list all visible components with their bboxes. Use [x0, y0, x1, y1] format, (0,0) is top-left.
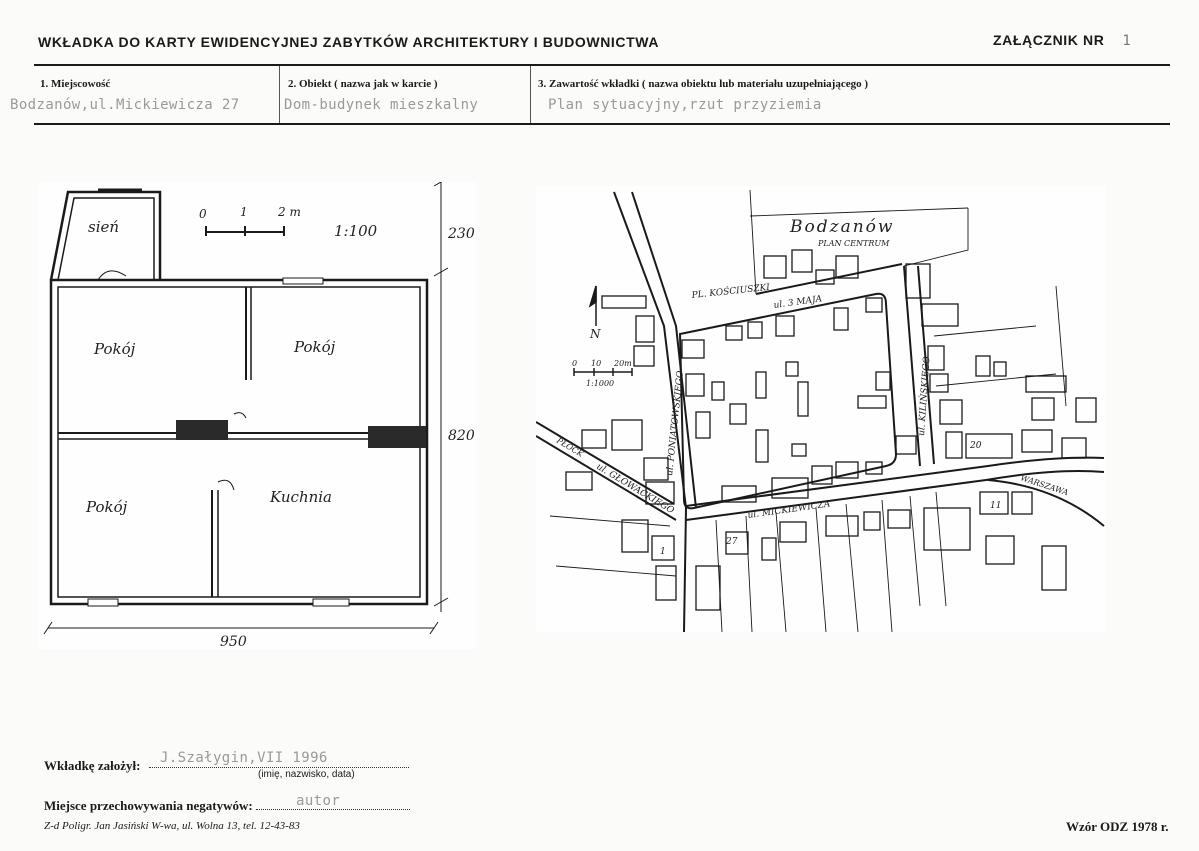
floorplan-panel: 0 1 2 m 1:100 sień Pokój Pokój Pokój Kuc…: [38, 177, 476, 650]
room-label-kitchen: Kuchnia: [269, 488, 332, 506]
window-north: [282, 277, 324, 285]
form-code: Wzór ODZ 1978 r.: [1066, 819, 1169, 834]
field-object-label: 2. Obiekt ( nazwa jak w karcie ): [288, 78, 438, 90]
annex-number: 1: [1122, 33, 1132, 49]
house-number: 27: [725, 537, 738, 547]
room-label-vestibule: sień: [88, 218, 119, 236]
house-number: 20: [969, 441, 982, 451]
street-warszawa: [987, 479, 1105, 527]
street-poniatowskiego: [613, 191, 688, 633]
street-label: ul. 3 MAJA: [773, 294, 823, 311]
annex-label-text: ZAŁĄCZNIK NR: [993, 32, 1105, 48]
dimension-bottom: 950: [220, 634, 247, 649]
field-location-label: 1. Miejscowość: [40, 78, 111, 90]
door-swing-room: [233, 412, 247, 419]
north-arrow-icon: [588, 285, 597, 326]
printer-note: Z-d Poligr. Jan Jasiński W-wa, ul. Wolna…: [44, 820, 300, 832]
street-label: PL. KOŚCIUSZKI: [690, 281, 771, 301]
street-label: ul. MICKIEWICZA: [747, 499, 831, 521]
floorplan-scale-ratio: 1:100: [334, 222, 378, 240]
annex-label: ZAŁĄCZNIK NR 1: [993, 32, 1131, 49]
street-label: ul. GŁOWACKIEGO: [594, 462, 676, 517]
plot-lines: [549, 189, 1067, 633]
founder-value: J.Szałygin,VII 1996: [160, 750, 328, 766]
field-content-label-text: 3. Zawartość wkładki: [538, 78, 640, 90]
outer-wall-inner: [57, 286, 421, 598]
stove-left: [176, 420, 228, 440]
field-content-label: 3. Zawartość wkładki ( nazwa obiektu lub…: [538, 78, 868, 90]
outer-wall: [49, 278, 429, 606]
sitemap-subtitle: PLAN CENTRUM: [817, 239, 890, 248]
founder-label: Wkładkę założył:: [44, 758, 141, 773]
sitemap-scale-ratio: 1:1000: [586, 379, 614, 388]
field-object-label-text: 2. Obiekt: [288, 78, 332, 90]
street-poniatowskiego-edge: [631, 191, 697, 509]
sitemap-scale-bar: [573, 368, 633, 376]
street-mickiewicza-edge: [685, 456, 1105, 507]
floorplan-scale-bar: [205, 226, 285, 236]
room-label-room-nw: Pokój: [93, 340, 136, 358]
storage-label: Miejsce przechowywania negatywów:: [44, 798, 253, 813]
vestibule-wall-inner: [57, 197, 155, 281]
room-label-room-ne: Pokój: [293, 338, 336, 356]
sitemap-title: Bodzanów: [789, 217, 894, 237]
dimension-tick: [433, 597, 449, 607]
house-number: 11: [990, 501, 1001, 511]
building-footprints: [565, 249, 1097, 611]
header-rule-bottom: [34, 123, 1170, 125]
vestibule-wall: [49, 190, 162, 281]
founder-line: [149, 753, 409, 768]
dimension-tick: [433, 267, 449, 277]
field-location-value: Bodzanów,ul.Mickiewicza 27: [10, 97, 240, 113]
street-3-maja: [755, 263, 903, 295]
block-ring-road: [678, 292, 898, 510]
door-swing-vestibule: [97, 270, 127, 281]
storage-value: autor: [296, 793, 341, 809]
stove-right: [368, 426, 426, 448]
sitemap-north-label: N: [589, 327, 601, 341]
dimension-tick: [43, 621, 53, 635]
field-object-value: Dom-budynek mieszkalny: [284, 97, 479, 113]
header-rule-top: [34, 64, 1170, 66]
sitemap-drawing: N 0 10 20m 1:1000 Bodzanów PLAN CENTRUM …: [535, 189, 1105, 633]
storage-line: [256, 795, 410, 810]
field-content-value: Plan sytuacyjny,rzut przyziemia: [548, 97, 822, 113]
sitemap-panel: N 0 10 20m 1:1000 Bodzanów PLAN CENTRUM …: [535, 186, 1106, 633]
door-swing-kitchen: [217, 479, 235, 491]
street-kilinskiego-edge: [917, 265, 935, 465]
sitemap-scale-tick: 20m: [613, 359, 632, 368]
street-glowackiego-edge: [535, 435, 677, 521]
street-kilinskiego: [903, 265, 921, 467]
dimension-right: 820: [448, 428, 475, 444]
window-south-1: [87, 598, 119, 607]
house-number: 1: [660, 547, 666, 557]
dimension-top: 230: [447, 226, 475, 242]
street-glowackiego: [535, 421, 675, 505]
floorplan-scale-tick: 0: [199, 207, 207, 221]
sitemap-scale-tick: 0: [572, 359, 577, 368]
field-separator-2: [530, 66, 531, 123]
street-label: WARSZAWA: [1019, 473, 1069, 497]
floorplan-scale-tick: 1: [240, 205, 248, 219]
field-content-hint: ( nazwa obiektu lub materiału uzupełniaj…: [641, 78, 869, 90]
sitemap-scale-tick: 10: [591, 359, 601, 368]
form-title: WKŁADKA DO KARTY EWIDENCYJNEJ ZABYTKÓW A…: [38, 34, 660, 50]
floorplan-scale-tick: 2 m: [277, 205, 301, 219]
dimension-tick: [429, 621, 439, 635]
floorplan-drawing: 0 1 2 m 1:100 sień Pokój Pokój Pokój Kuc…: [43, 177, 475, 650]
field-object-hint: ( nazwa jak w karcie ): [334, 78, 438, 90]
window-south-2: [312, 598, 350, 607]
room-label-room-sw: Pokój: [85, 498, 128, 516]
founder-hint: (imię, nazwisko, data): [258, 769, 355, 780]
field-separator-1: [279, 66, 280, 123]
